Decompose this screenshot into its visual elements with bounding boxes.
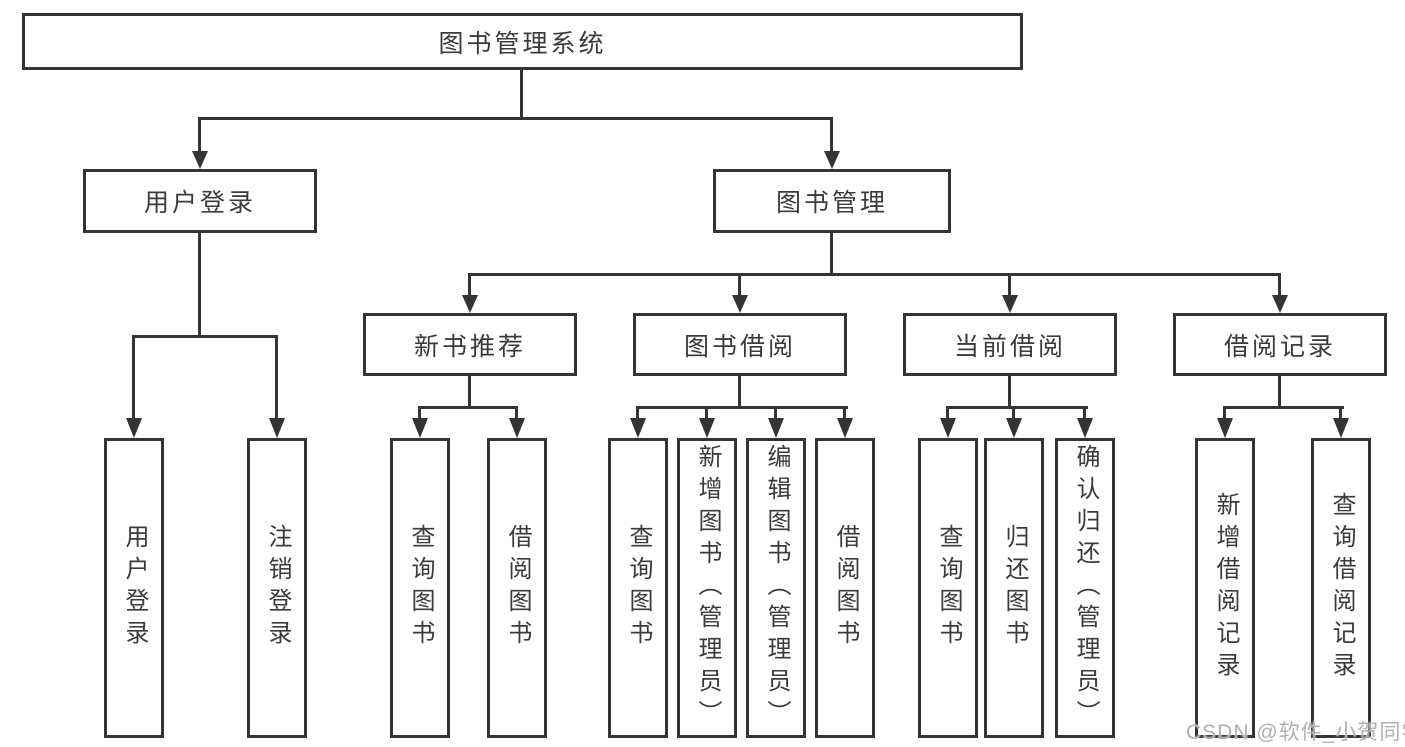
- arrow-down-icon: [1002, 295, 1018, 313]
- edge-leaf-stub: [636, 406, 639, 419]
- edge-leaf-stub: [705, 406, 708, 419]
- csdn-watermark: CSDN @软件_小贺同学: [1186, 721, 1405, 744]
- arrow-down-icon: [699, 418, 715, 438]
- edge-level2-distributor: [198, 117, 833, 120]
- leaf-user-login: 用户登录: [104, 438, 164, 738]
- node-borrow-records: 借阅记录: [1173, 313, 1387, 376]
- edge-to-logout-leaf: [275, 335, 278, 420]
- edge-user-login-distributor: [132, 335, 278, 338]
- arrow-down-icon: [940, 418, 956, 438]
- leaf-borrow-book: 借阅图书: [815, 438, 875, 738]
- edge-leaf-stub: [1339, 406, 1342, 419]
- edge-leaf-stub: [418, 406, 421, 419]
- edge-user-login-stem: [198, 233, 201, 335]
- edge-book-management-stem: [830, 233, 833, 273]
- arrow-down-icon: [412, 418, 428, 438]
- node-current-borrow: 当前借阅: [903, 313, 1117, 376]
- node-root: 图书管理系统: [22, 13, 1023, 70]
- arrow-down-icon: [462, 295, 478, 313]
- edge-to-book-management: [830, 117, 833, 153]
- edge-current-borrow-stem: [1008, 376, 1011, 406]
- arrow-down-icon: [1077, 418, 1093, 438]
- leaf-add-book-admin: 新增图书（管理员）: [677, 438, 737, 738]
- edge-new-book-stem: [468, 376, 471, 406]
- arrow-down-icon: [269, 418, 285, 438]
- edge-to-new-book: [468, 273, 471, 297]
- edge-to-user-login-leaf: [132, 335, 135, 420]
- arrow-down-icon: [1006, 418, 1022, 438]
- arrow-down-icon: [732, 295, 748, 313]
- arrow-down-icon: [768, 418, 784, 438]
- leaf-return-book: 归还图书: [984, 438, 1044, 738]
- leaf-logout: 注销登录: [247, 438, 307, 738]
- edge-leaf-stub: [515, 406, 518, 419]
- edge-root-stem: [520, 69, 523, 117]
- edge-book-borrow-stem: [738, 376, 741, 406]
- edge-current-borrow-distributor: [946, 406, 1088, 409]
- edge-leaf-stub: [1083, 406, 1086, 419]
- leaf-edit-book-admin: 编辑图书（管理员）: [746, 438, 806, 738]
- edge-to-book-borrow: [738, 273, 741, 297]
- leaf-query-book-recommend: 查询图书: [390, 438, 450, 738]
- arrow-down-icon: [192, 151, 208, 169]
- arrow-down-icon: [126, 418, 142, 438]
- arrow-down-icon: [630, 418, 646, 438]
- node-user-login: 用户登录: [83, 169, 317, 233]
- arrow-down-icon: [837, 418, 853, 438]
- node-book-borrow: 图书借阅: [633, 313, 847, 376]
- edge-book-borrow-distributor: [636, 406, 848, 409]
- node-book-management: 图书管理: [713, 169, 951, 233]
- arrow-down-icon: [1217, 418, 1233, 438]
- edge-to-current-borrow: [1008, 273, 1011, 297]
- edge-leaf-stub: [1012, 406, 1015, 419]
- leaf-query-book-borrow: 查询图书: [608, 438, 668, 738]
- edge-to-user-login: [198, 117, 201, 153]
- edge-borrow-records-stem: [1278, 376, 1281, 406]
- leaf-borrow-book-recommend: 借阅图书: [487, 438, 547, 738]
- node-new-book-recommend: 新书推荐: [363, 313, 577, 376]
- leaf-confirm-return-admin: 确认归还（管理员）: [1055, 438, 1115, 738]
- arrow-down-icon: [1333, 418, 1349, 438]
- edge-leaf-stub: [843, 406, 846, 419]
- leaf-add-borrow-record: 新增借阅记录: [1195, 438, 1255, 738]
- edge-new-book-distributor: [418, 406, 518, 409]
- edge-leaf-stub: [1223, 406, 1226, 419]
- leaf-query-borrow-record: 查询借阅记录: [1311, 438, 1371, 738]
- edge-leaf-stub: [774, 406, 777, 419]
- edge-borrow-records-distributor: [1223, 406, 1344, 409]
- edge-leaf-stub: [946, 406, 949, 419]
- leaf-query-book-current: 查询图书: [918, 438, 978, 738]
- arrow-down-icon: [509, 418, 525, 438]
- edge-to-borrow-records: [1278, 273, 1281, 297]
- arrow-down-icon: [1272, 295, 1288, 313]
- arrow-down-icon: [824, 151, 840, 169]
- edge-level3-distributor: [468, 273, 1281, 276]
